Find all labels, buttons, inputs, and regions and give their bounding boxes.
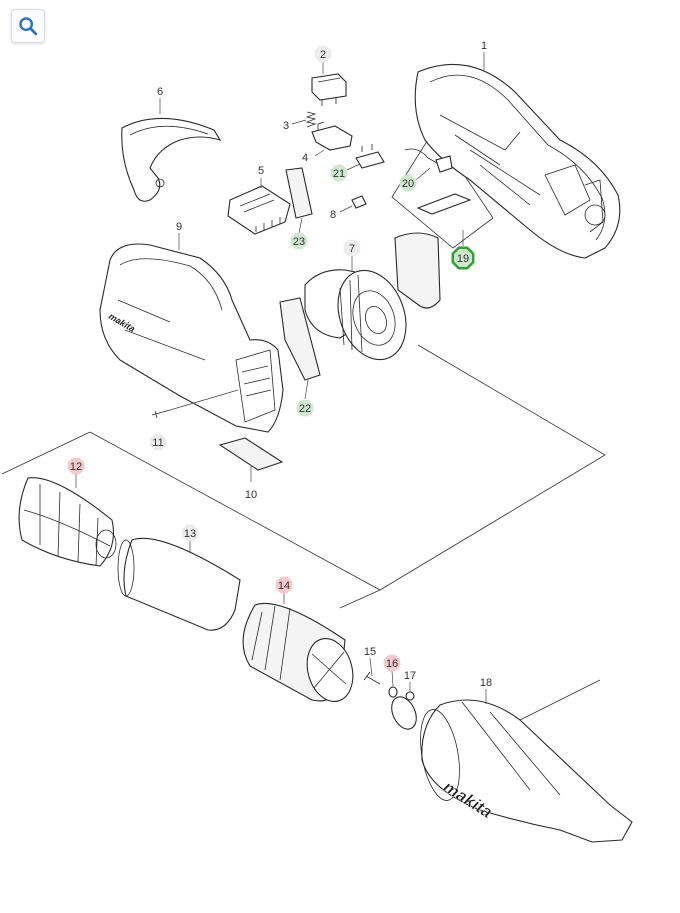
callout-badge [314,45,332,63]
callout-number: 8 [330,209,336,221]
callout-badge [275,576,293,594]
housing-logo: makita [107,311,137,334]
part-19-pad [394,232,441,309]
callout-10[interactable]: 10 [245,489,257,501]
callout-number: 12 [70,461,82,473]
part-10-label [218,437,284,471]
part-11-screw [151,389,239,419]
callout-number: 13 [184,528,196,540]
callout-4[interactable]: 4 [302,152,308,164]
part-4-lever [311,121,353,151]
callout-number: 1 [481,40,487,52]
callout-badge [296,399,314,417]
callout-7[interactable]: 7 [343,239,361,257]
callout-20[interactable]: 20 [399,174,417,192]
callout-number: 4 [302,152,308,164]
callout-3[interactable]: 3 [283,120,289,132]
part-3-spring [305,111,317,128]
callout-badge [181,524,199,542]
search-icon [19,17,38,36]
callout-number: 21 [333,168,345,180]
part-1-housing [414,63,621,259]
callout-22[interactable]: 22 [296,399,314,417]
part-2-switch [311,73,347,106]
part-9-housing: makita [99,243,284,433]
callout-number: 9 [176,221,182,233]
group-outline-upper [89,344,606,591]
callout-number: 14 [278,580,290,592]
callout-2[interactable]: 2 [314,45,332,63]
callout-number: 18 [480,677,492,689]
part-5-controller [227,185,291,235]
part-8-plate [351,195,367,209]
callout-number: 22 [299,403,311,415]
callout-number: 16 [386,658,398,670]
part-21-terminal [355,144,385,169]
callout-number: 3 [283,120,289,132]
part-17-valve [391,691,417,730]
callout-number: 6 [157,86,163,98]
callout-badge [343,239,361,257]
callout-6[interactable]: 6 [157,86,163,98]
callout-9[interactable]: 9 [176,221,182,233]
callout-23[interactable]: 23 [290,232,308,250]
callout-number: 2 [320,49,326,61]
callout-badge [383,654,401,672]
callout-badge [290,232,308,250]
callout-number: 10 [245,489,257,501]
callout-badge [399,174,417,192]
callout-21[interactable]: 21 [330,164,348,182]
callout-number: 17 [404,670,416,682]
callout-5[interactable]: 5 [258,165,264,177]
part-14-cartridge [242,602,354,702]
callout-number: 23 [293,236,305,248]
part-18-nozzle: makita [420,699,633,843]
leader-lines [75,52,487,704]
callout-number: 7 [349,243,355,255]
callout-16[interactable]: 16 [383,654,401,672]
callout-number: 20 [402,178,414,190]
part-22-sponge [279,297,321,381]
callout-number: 19 [457,253,469,265]
callout-12[interactable]: 12 [67,457,85,475]
callout-badge [149,433,167,451]
part-7-motor [304,269,407,361]
callout-number: 11 [152,437,163,449]
callout-8[interactable]: 8 [330,209,336,221]
callout-number: 5 [258,165,264,177]
callout-11[interactable]: 11 [149,433,167,451]
nozzle-logo: makita [440,777,496,822]
part-12-prefilter [18,477,117,567]
part-6-hook [121,117,222,202]
callout-19[interactable]: 19 [451,246,475,270]
callout-number: 15 [364,646,376,658]
callout-18[interactable]: 18 [480,677,492,689]
group-outline-lower [1,431,601,721]
part-13-filter [117,537,241,631]
callout-14[interactable]: 14 [275,576,293,594]
callout-13[interactable]: 13 [181,524,199,542]
callout-15[interactable]: 15 [364,646,376,658]
callout-17[interactable]: 17 [404,670,416,682]
callout-1[interactable]: 1 [481,40,487,52]
callout-badge [330,164,348,182]
part-15-screw [363,671,381,685]
part-16-washer [388,686,398,698]
part-23-pad [285,167,313,219]
callout-badge [451,246,475,270]
search-button[interactable] [11,9,45,43]
callout-badge [67,457,85,475]
